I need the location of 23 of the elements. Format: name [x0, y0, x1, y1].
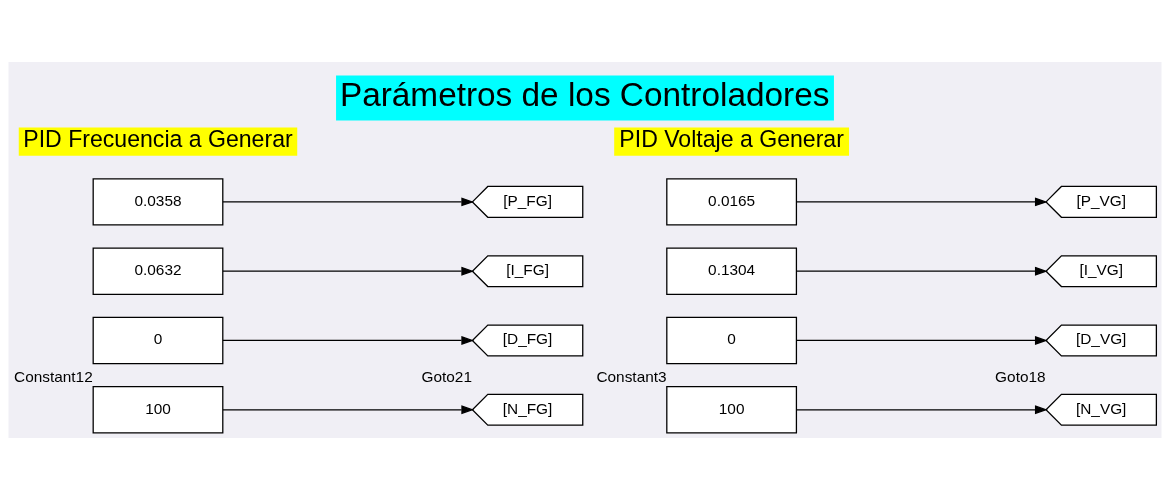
node-box: 100: [92, 385, 224, 433]
arrow: [795, 196, 1048, 206]
node-label: Goto18: [995, 367, 1046, 385]
arrow: [795, 335, 1048, 345]
arrow: [222, 196, 475, 206]
node-box: 0.0165: [666, 177, 798, 226]
arrow: [795, 404, 1048, 414]
arrow: [222, 335, 475, 345]
diagram-title: Parámetros de los Controladores: [339, 75, 830, 113]
node-box: 0.0632: [92, 246, 224, 295]
node-box: 0.1304: [666, 246, 798, 295]
node-box: 0: [92, 316, 224, 364]
node-box: 0.0358: [92, 177, 224, 226]
node-label: Goto21: [421, 367, 472, 385]
arrow: [795, 266, 1048, 276]
arrow: [222, 404, 475, 414]
node-box: 100: [666, 385, 798, 433]
node-label: Constant12: [14, 367, 93, 385]
arrow: [222, 266, 475, 276]
label: PID Voltaje a Generar: [619, 125, 844, 152]
node-label: Constant3: [596, 367, 667, 385]
label: PID Frecuencia a Generar: [23, 125, 293, 152]
node-box: 0: [666, 316, 798, 364]
